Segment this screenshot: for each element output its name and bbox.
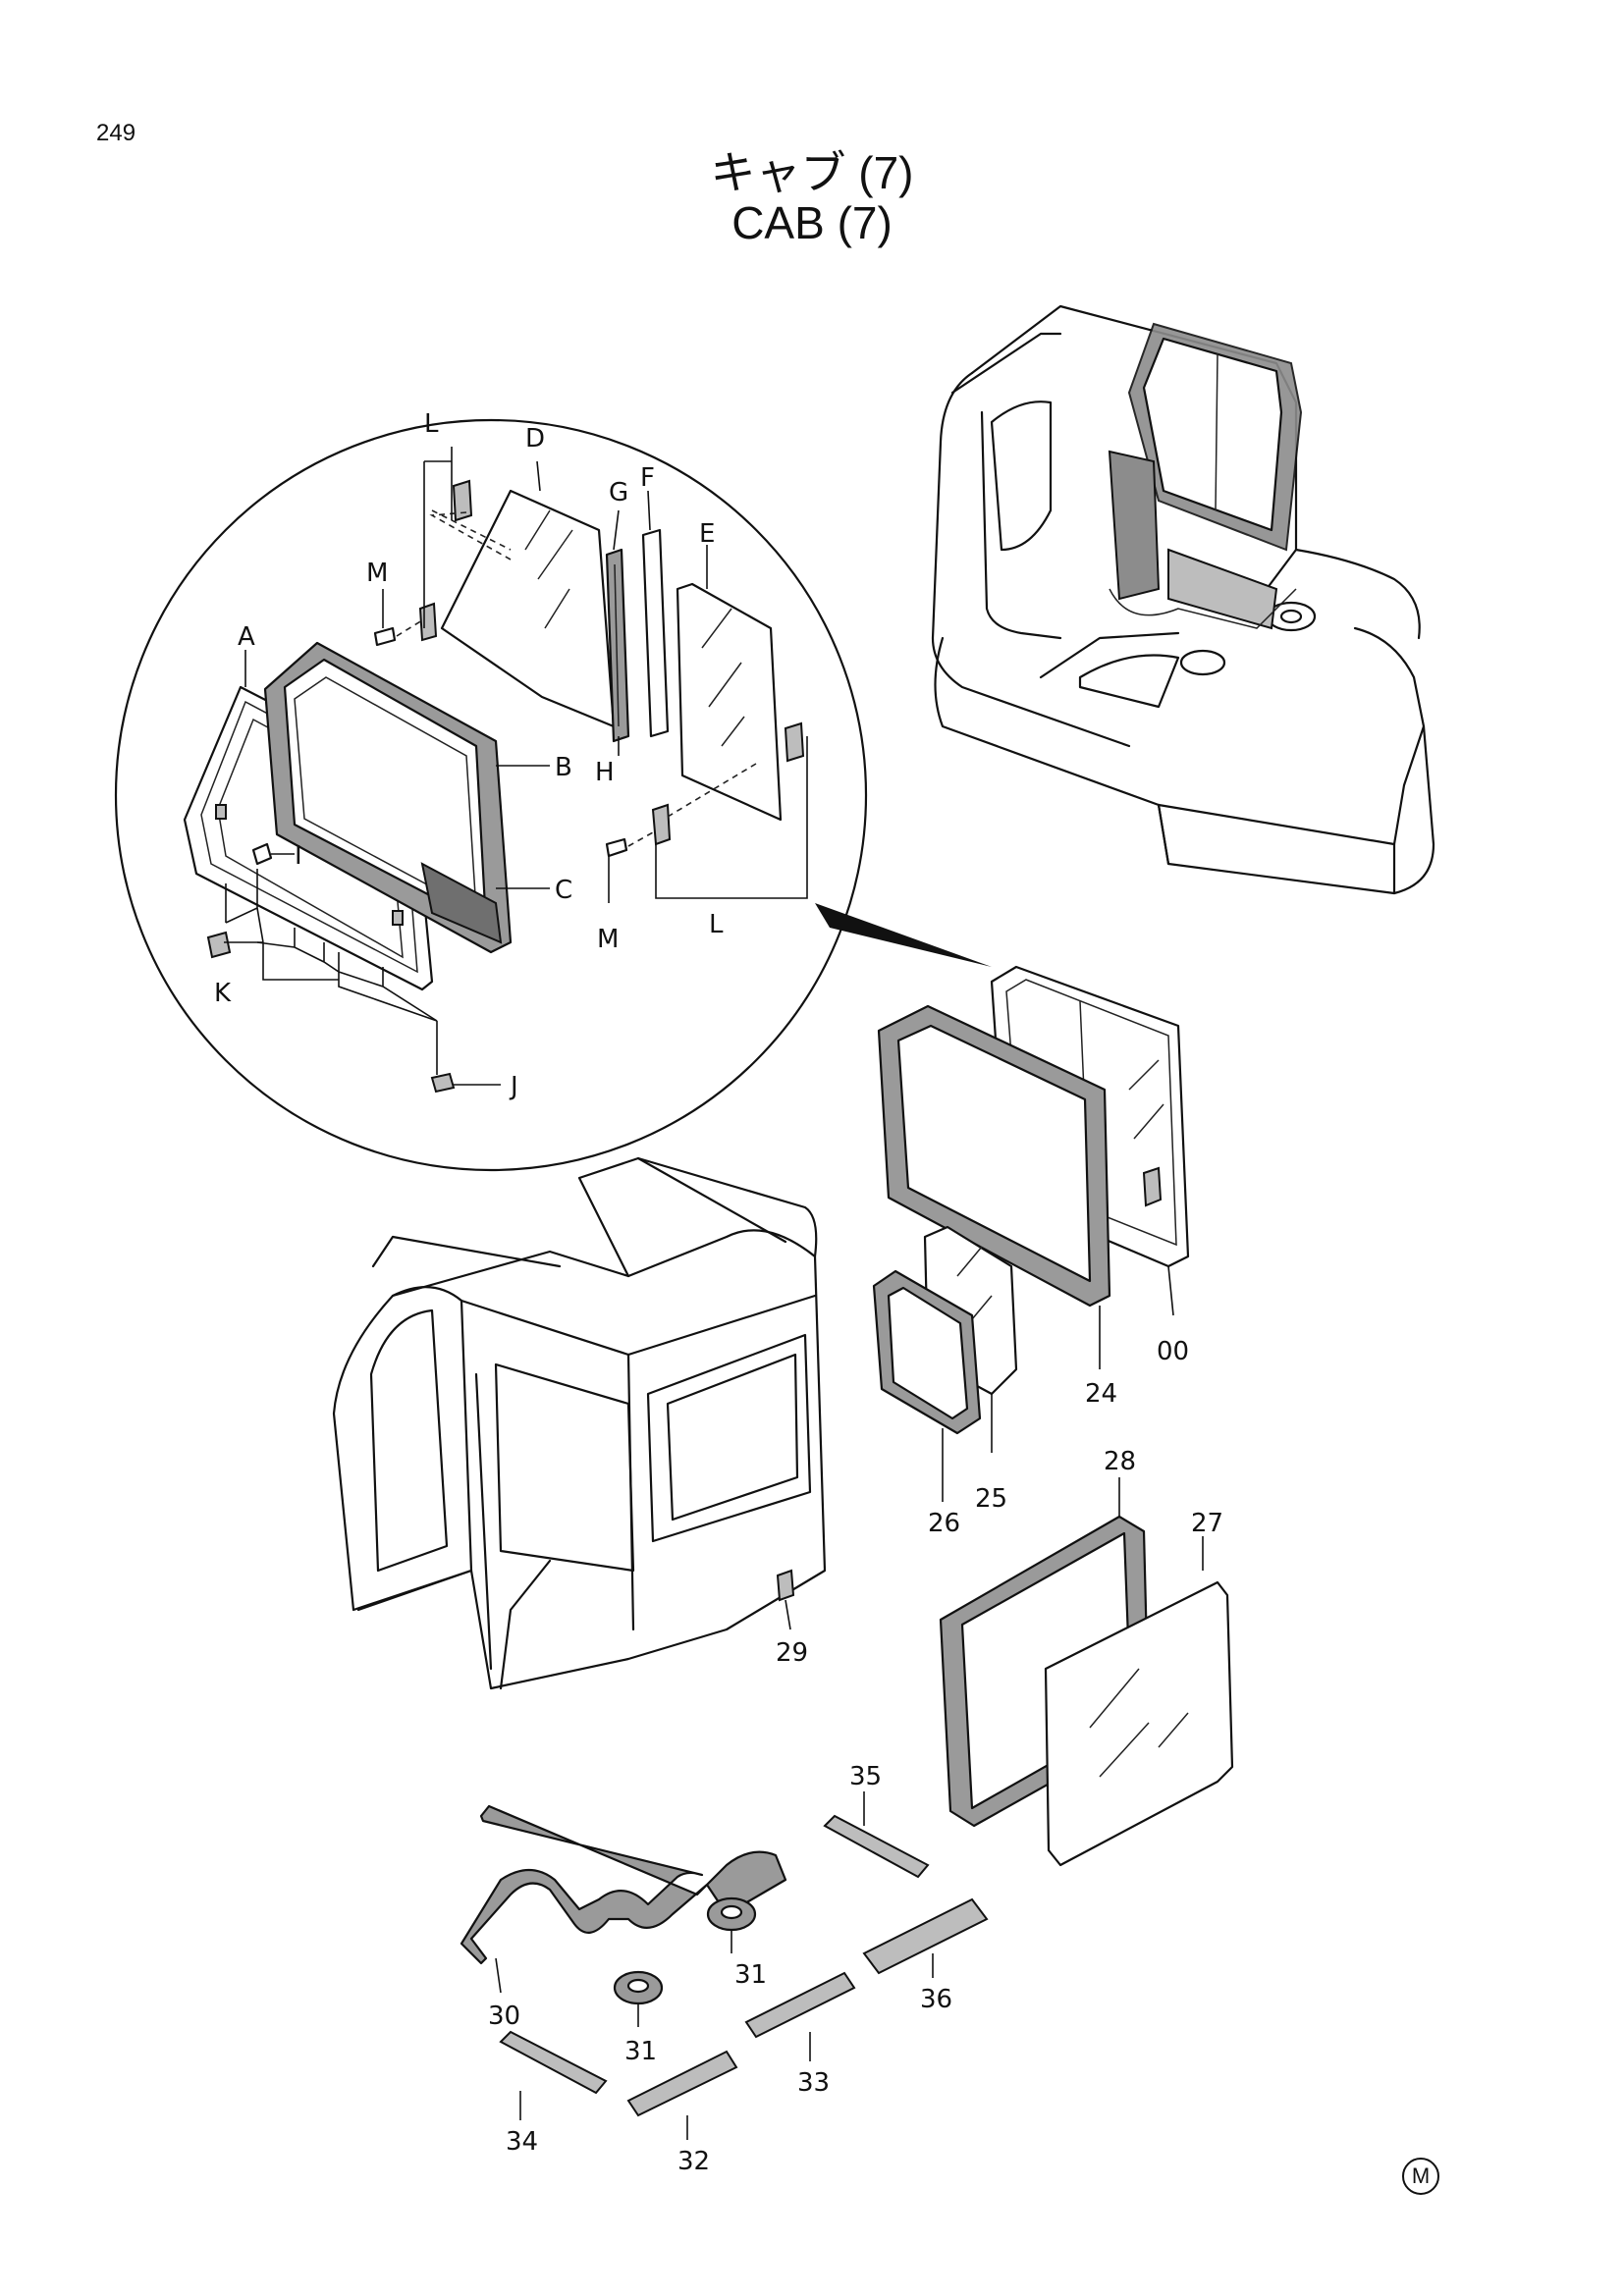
callout-27: 27 [1191, 1509, 1223, 1538]
callout-31a: 31 [734, 1960, 767, 1990]
callout-28: 28 [1104, 1447, 1136, 1476]
strip-g [605, 548, 630, 743]
callout-b: B [555, 753, 572, 782]
callout-l-bottom: L [709, 910, 724, 939]
seal-c [420, 862, 503, 944]
callout-j: J [509, 1072, 518, 1101]
callout-00: 00 [1157, 1337, 1189, 1366]
callout-k: K [214, 979, 232, 1008]
callout-labels: A B C D E F G H I J K L L M M 00 24 25 2… [214, 409, 1223, 2176]
strip-34 [499, 2030, 608, 2095]
page-number: 249 [96, 120, 136, 146]
callout-f: F [640, 463, 655, 493]
callout-36: 36 [920, 1985, 952, 2014]
corner-mark: M [1402, 2158, 1439, 2195]
callout-a: A [238, 622, 255, 652]
glass-d [440, 489, 616, 728]
callout-30: 30 [488, 2002, 520, 2031]
callout-32: 32 [677, 2147, 710, 2176]
leader-lines [244, 460, 1204, 2140]
callout-i: I [295, 841, 302, 871]
callout-33: 33 [797, 2068, 830, 2098]
large-window [939, 1515, 1234, 1867]
small-window [872, 1225, 1018, 1435]
callout-m-bottom: M [597, 925, 619, 954]
callout-26: 26 [928, 1509, 960, 1538]
small-parts [499, 1814, 989, 2117]
strip-f [641, 528, 670, 738]
glass-27 [1044, 1580, 1234, 1867]
glass-e [676, 582, 783, 822]
callout-d: D [525, 424, 545, 454]
callout-l-top: L [424, 409, 439, 439]
callout-m-left: M [366, 559, 388, 588]
callout-24: 24 [1085, 1379, 1117, 1409]
callout-34: 34 [506, 2127, 538, 2157]
strip-35 [823, 1814, 930, 1879]
strip-36 [862, 1897, 989, 1975]
door-assembly [877, 965, 1190, 1308]
title-japanese: キャブ (7) [710, 147, 914, 198]
title-english: CAB (7) [731, 197, 893, 248]
callout-g: G [609, 478, 628, 507]
callout-29: 29 [776, 1638, 808, 1668]
callout-h: H [595, 758, 615, 787]
excavator-overview [931, 304, 1435, 895]
strip-32 [626, 2050, 738, 2117]
callout-25: 25 [975, 1484, 1007, 1514]
callout-c: C [555, 876, 572, 905]
callout-31b: 31 [624, 2037, 657, 2066]
cab-body [332, 1156, 827, 1690]
strip-33 [744, 1971, 856, 2039]
seal-30 [460, 1804, 787, 1965]
callout-e: E [699, 519, 715, 549]
callout-35: 35 [849, 1762, 882, 1791]
detail-circle [114, 418, 992, 1172]
